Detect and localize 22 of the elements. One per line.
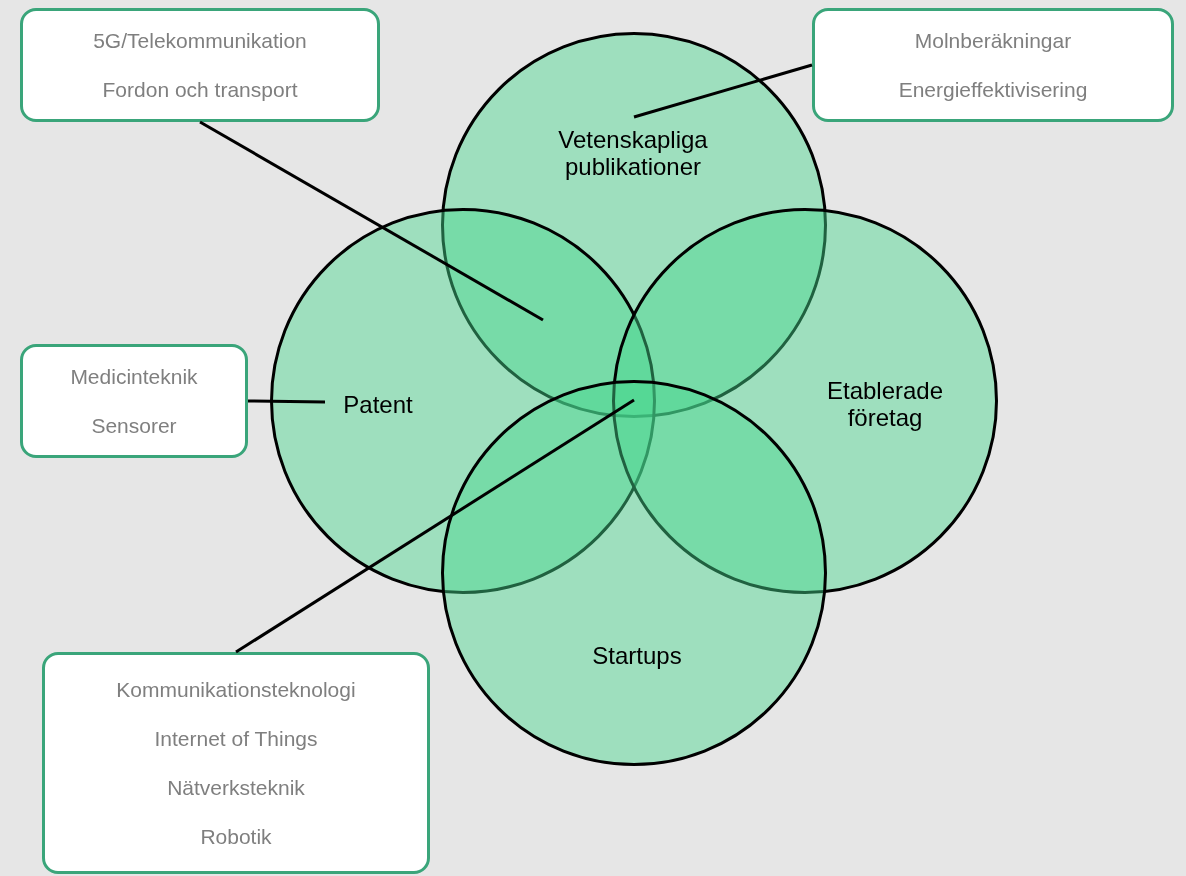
callout-card bbox=[42, 652, 430, 874]
circle-label: Etablerade företag bbox=[825, 377, 945, 431]
callout-item: Fordon och transport bbox=[102, 77, 298, 103]
circle-label: Vetenskapliga publikationer bbox=[557, 126, 709, 180]
callout-item: Internet of Things bbox=[154, 726, 318, 752]
leader-line bbox=[199, 120, 544, 322]
leader-line bbox=[633, 63, 813, 119]
circle-label: Patent bbox=[342, 390, 414, 418]
callout-card bbox=[20, 344, 248, 458]
callout-item: 5G/Telekommunikation bbox=[93, 28, 307, 54]
callout-item: Robotik bbox=[200, 824, 272, 850]
leader-line bbox=[235, 398, 635, 654]
callout-item: Nätverksteknik bbox=[167, 775, 305, 801]
callout-item: Sensorer bbox=[91, 413, 177, 439]
callout-card bbox=[812, 8, 1174, 122]
leader-line bbox=[247, 399, 326, 404]
callout-card bbox=[20, 8, 380, 122]
callout-item: Energieffektivisering bbox=[898, 77, 1088, 103]
circle-label: Startups bbox=[591, 641, 683, 669]
callout-item: Medicinteknik bbox=[70, 364, 198, 390]
callout-item: Molnberäkningar bbox=[914, 28, 1072, 54]
callout-item: Kommunikationsteknologi bbox=[116, 677, 356, 703]
